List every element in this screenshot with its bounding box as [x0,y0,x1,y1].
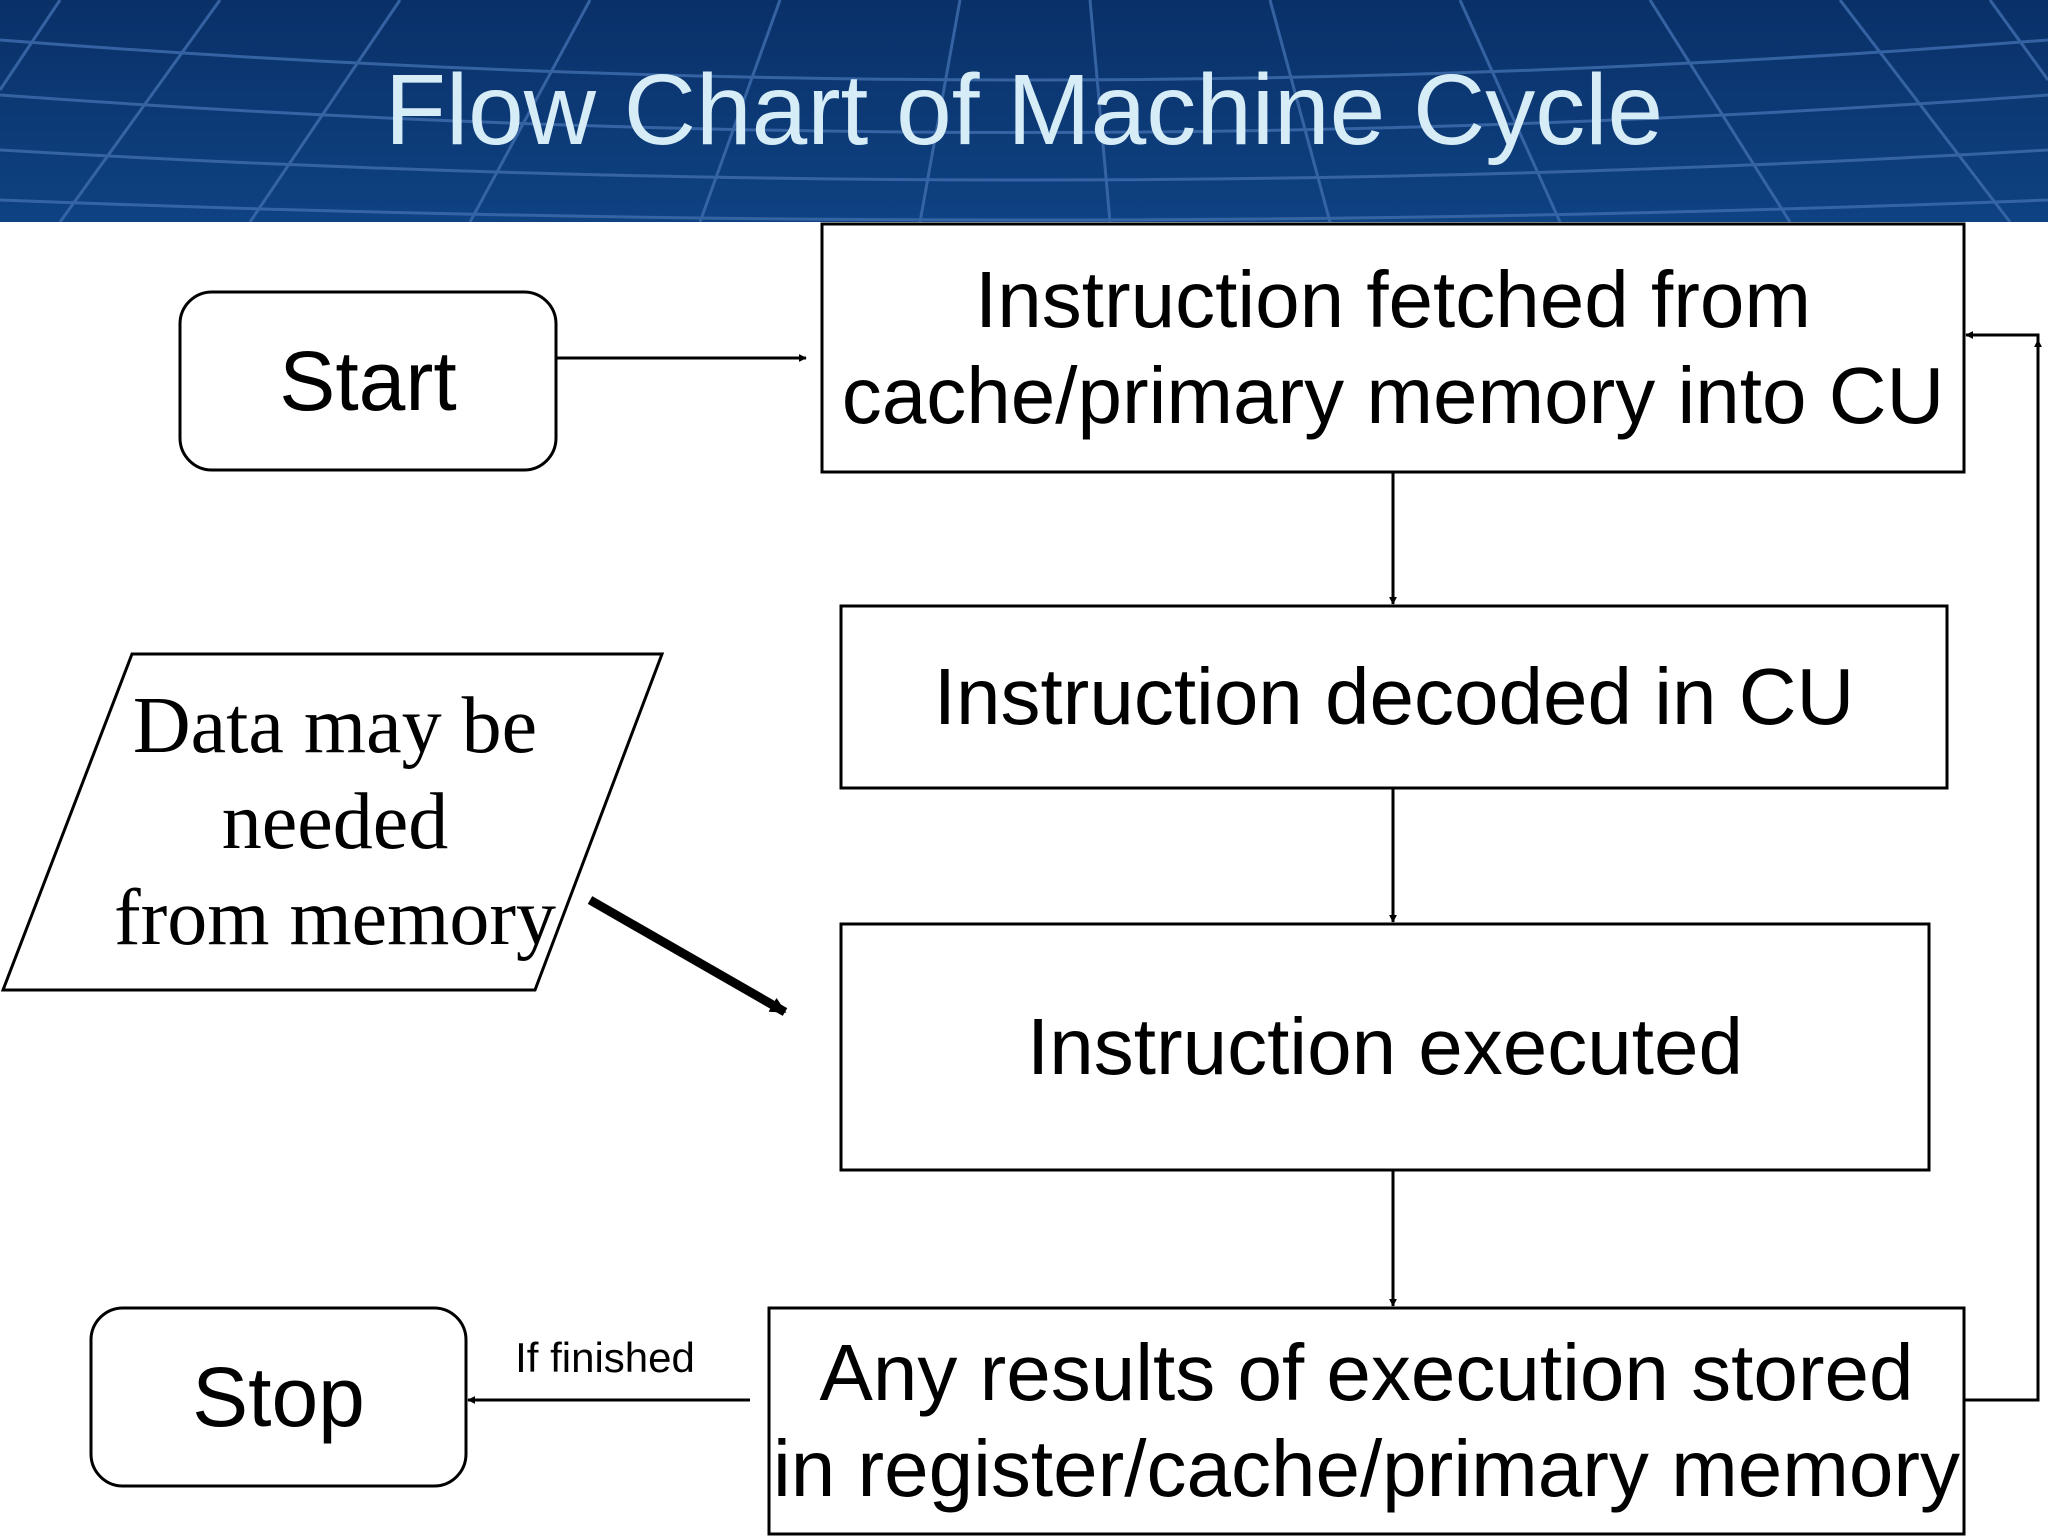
data-input-parallelogram [0,652,665,992]
data-text-line-1: Data may be [132,682,538,770]
fetch-label: Instruction fetched from cache/primary m… [822,224,1964,472]
data-label: Data may be needed from memory [110,672,560,972]
start-terminator [178,290,558,472]
stop-text: Stop [192,1350,365,1444]
stop-label: Stop [91,1308,466,1486]
fetch-process-box [820,222,1966,474]
if-finished-label: If finished [500,1332,710,1384]
execute-text: Instruction executed [1027,1002,1743,1091]
decode-label: Instruction decoded in CU [841,606,1947,788]
store-text-line-2: in register/cache/primary memory [773,1424,1960,1513]
fetch-text-line-2: cache/primary memory into CU [841,351,1945,440]
slide-title: Flow Chart of Machine Cycle [384,54,1664,166]
fetch-text-line-1: Instruction fetched from [975,255,1811,344]
loop-arrow-store-to-fetch [1964,331,2040,1402]
start-label: Start [180,292,556,470]
arrow-data-to-execute [587,896,788,1016]
if-finished-text: If finished [515,1334,695,1381]
data-text-line-3: from memory [113,874,557,962]
store-label: Any results of execution stored in regis… [769,1308,1964,1534]
execute-process-box [839,922,1931,1172]
title-banner: Flow Chart of Machine Cycle [0,0,2048,222]
store-process-box [767,1306,1966,1536]
decode-process-box [839,604,1949,790]
execute-label: Instruction executed [841,924,1929,1170]
decode-text: Instruction decoded in CU [933,652,1855,741]
stop-terminator [89,1306,468,1488]
start-text: Start [279,334,457,428]
banner-grid-background [0,0,2048,222]
store-text-line-1: Any results of execution stored [819,1328,1914,1417]
data-text-line-2: needed [221,778,449,866]
